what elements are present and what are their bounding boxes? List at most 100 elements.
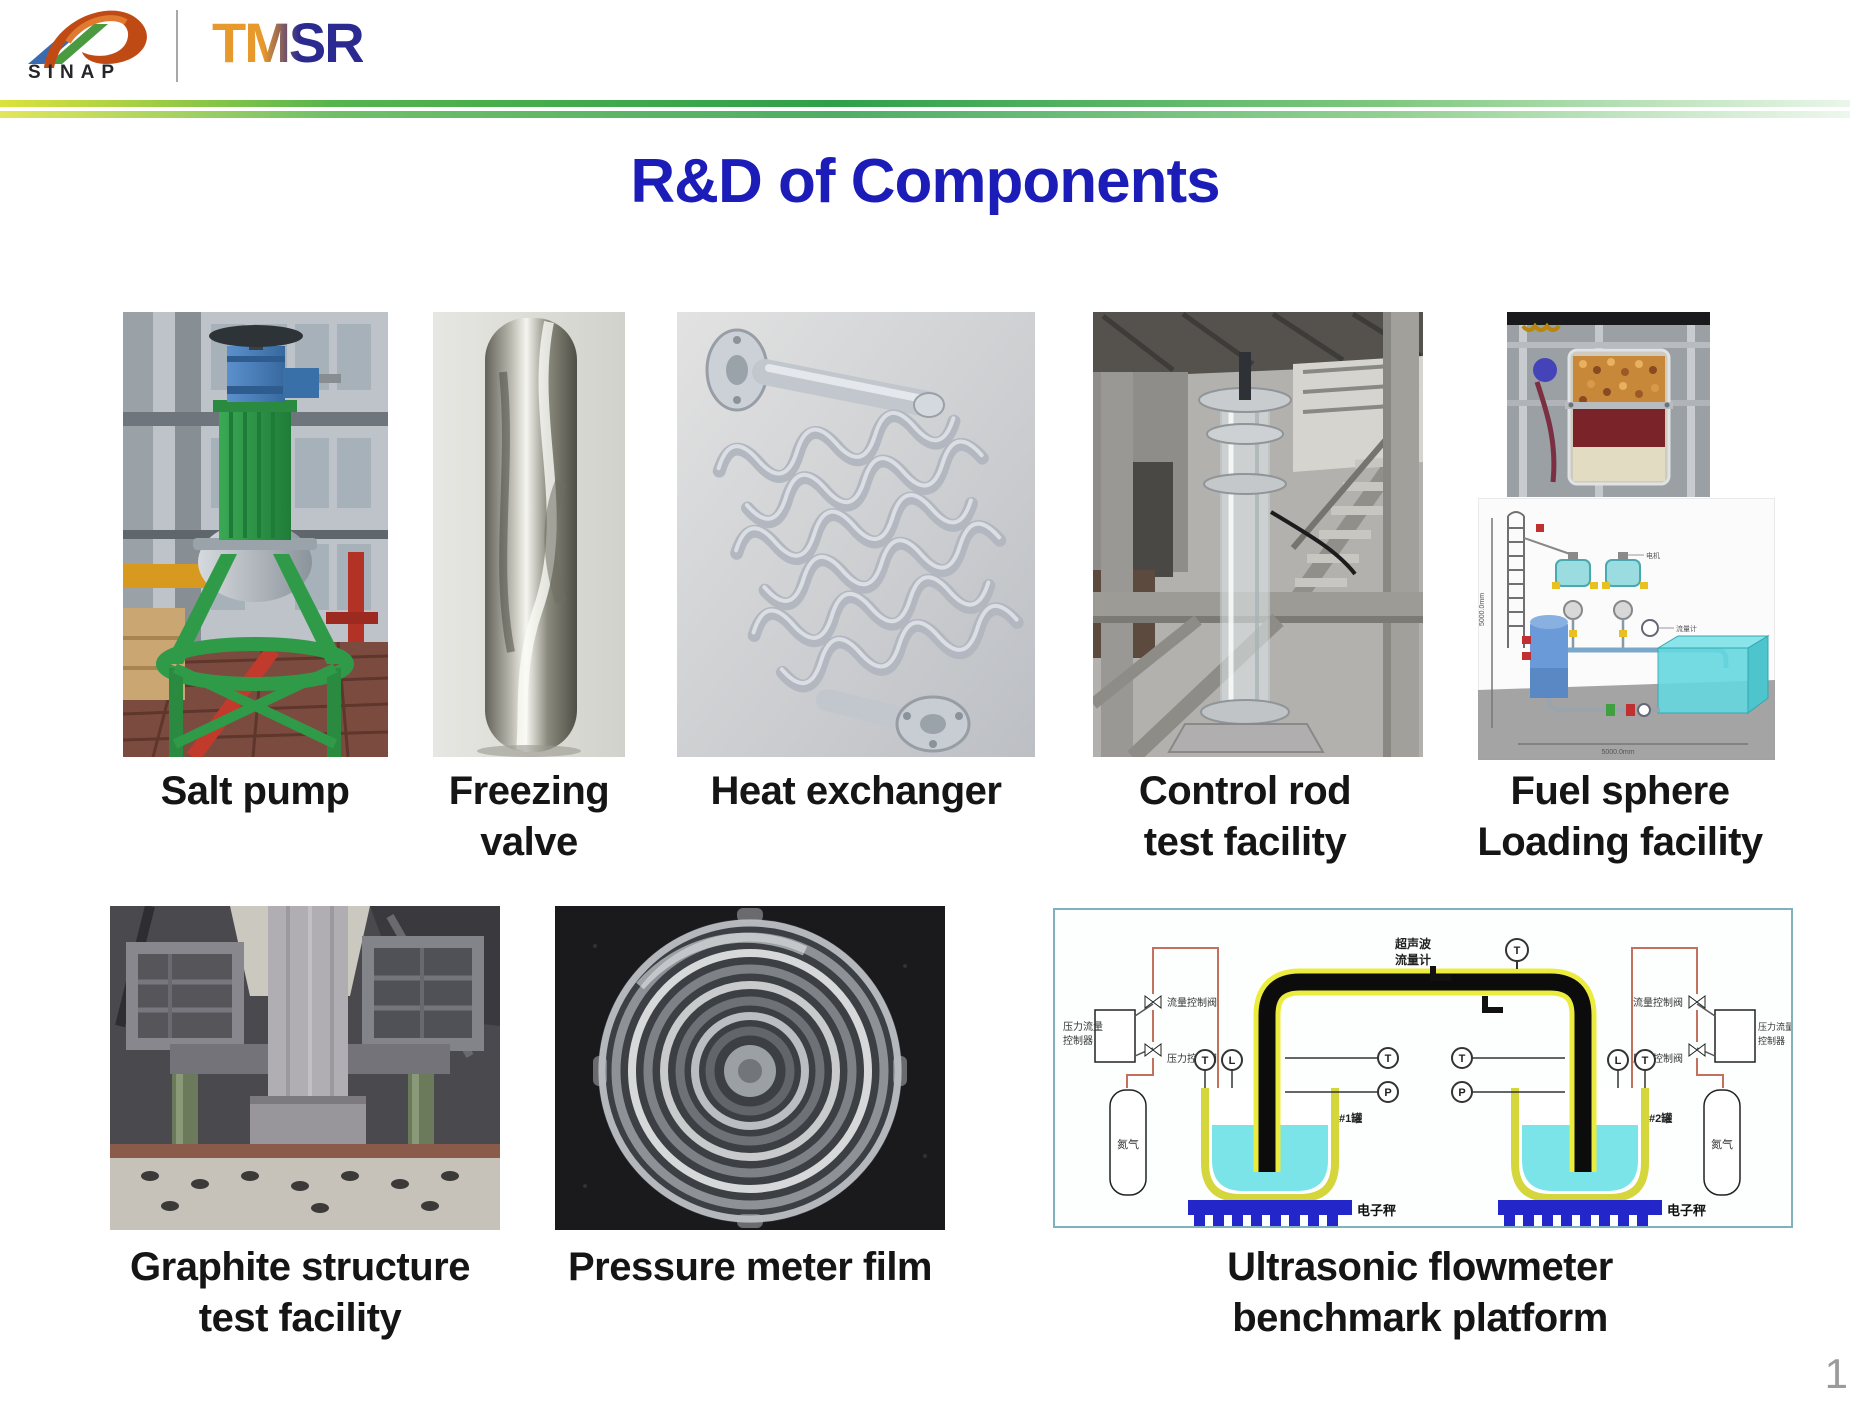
flow-valve-label-right: 流量控制阀 xyxy=(1633,996,1683,1009)
glass-vessel xyxy=(1565,348,1673,486)
inlet-pipe xyxy=(752,359,940,417)
fuel-sphere-photo xyxy=(1507,312,1710,497)
valve-pressure-left xyxy=(1144,1043,1162,1057)
dark-red-layer xyxy=(1573,407,1665,449)
pressure-flow-controller-left xyxy=(1094,1009,1136,1063)
sensor-circles: T T L T P T P xyxy=(1194,938,1656,1103)
salt-pump-photo xyxy=(123,312,388,757)
tmsr-logo-text: TMSR xyxy=(212,11,365,74)
caption-heat-exchanger: Heat exchanger xyxy=(710,769,1002,813)
water-tank-cube xyxy=(1656,635,1770,714)
nitrogen-label-left: 氮气 xyxy=(1117,1137,1139,1151)
red-floor-strip xyxy=(110,1144,500,1162)
red-circuit-left xyxy=(1126,947,1219,1088)
tube-highlight xyxy=(516,321,557,751)
caption-salt-pump: Salt pump xyxy=(160,769,350,813)
pump-stand xyxy=(156,554,354,757)
flowmeter-diagram: 压力流量 控制器 流量控制阀 压力控制阀 氮气 压力流量 控制器 xyxy=(1063,936,1791,1226)
svg-text:P: P xyxy=(1384,1087,1391,1099)
red-pipe xyxy=(186,645,280,757)
steel-box-right xyxy=(362,936,484,1051)
valve-tube xyxy=(485,318,577,752)
floor xyxy=(110,1158,500,1230)
tank2-label: #2罐 xyxy=(1649,1111,1672,1125)
red-valve xyxy=(1536,524,1544,532)
controller-label-right-2: 控制器 xyxy=(1758,1035,1785,1046)
caption-pressure-film: Pressure meter film xyxy=(567,1245,933,1289)
cable xyxy=(1269,510,1357,576)
leader-step-bottom xyxy=(1482,996,1503,1013)
page-title: R&D of Components xyxy=(630,147,1220,216)
freezing-valve-photo xyxy=(433,312,625,757)
sinap-logo xyxy=(28,10,147,68)
graphite-structure-photo xyxy=(110,906,500,1230)
motor-label: 电机 xyxy=(1646,551,1660,560)
scale1-label: 电子秤 xyxy=(1357,1203,1396,1218)
elevator-column xyxy=(1507,511,1525,648)
valve-flow-right xyxy=(1688,995,1706,1009)
flow-valve-label-left: 流量控制阀 xyxy=(1167,996,1217,1009)
controller-label-left-2: 控制器 xyxy=(1063,1034,1093,1047)
svg-text:P: P xyxy=(1458,1087,1465,1099)
bottom-pipe-valves xyxy=(1588,703,1660,717)
svg-text:T: T xyxy=(1514,945,1521,957)
u-pipe xyxy=(1253,968,1597,1172)
sinap-logo-text: SINAP xyxy=(28,62,122,83)
svg-text:T: T xyxy=(1642,1055,1649,1067)
valve-flow-left xyxy=(1144,995,1162,1009)
control-rod-photo xyxy=(1093,312,1423,757)
dim-bottom-label: 5000.0mm xyxy=(1601,749,1634,756)
tube-pinch xyxy=(544,479,567,604)
flow-meter-label: 流量计 xyxy=(1676,624,1697,633)
outlet-flange xyxy=(895,695,971,753)
motor-cap xyxy=(209,325,303,347)
pump-column xyxy=(213,400,297,540)
flowmeter-diagram-box: 压力流量 控制器 流量控制阀 压力控制阀 氮气 压力流量 控制器 xyxy=(1053,908,1793,1228)
flowmeter-label-2: 流量计 xyxy=(1395,952,1431,967)
scale2-label: 电子秤 xyxy=(1667,1203,1706,1218)
sinap-logo-swoosh xyxy=(44,10,147,68)
highlight-arc xyxy=(636,932,808,990)
controller-label-left-1: 压力流量 xyxy=(1063,1020,1103,1033)
bolt-holes xyxy=(141,1171,459,1213)
svg-text:T: T xyxy=(1202,1055,1209,1067)
central-column xyxy=(250,906,366,1148)
svg-text:L: L xyxy=(1229,1055,1236,1067)
leader-step-top xyxy=(1430,966,1451,981)
fuel-spheres-layer xyxy=(1573,356,1665,407)
tank1-label: #1罐 xyxy=(1339,1111,1362,1125)
tank-1 xyxy=(1201,1088,1339,1202)
loader-wheel-1 xyxy=(1563,600,1583,620)
svg-text:T: T xyxy=(1385,1053,1392,1065)
svg-text:T: T xyxy=(1459,1053,1466,1065)
logo-divider xyxy=(176,10,178,82)
pressure-film-photo xyxy=(555,906,945,1230)
scale-1 xyxy=(1188,1200,1352,1226)
fuel-loading-diagram: 5000.0mm 电机 流量计 xyxy=(1478,498,1775,760)
steel-box-left xyxy=(126,942,244,1050)
glass-column xyxy=(1167,352,1325,753)
flow-gauge xyxy=(1641,619,1659,637)
pump-motor xyxy=(227,346,341,402)
storage-vessel xyxy=(1522,615,1588,712)
diaphragm-film xyxy=(593,908,907,1228)
accent-bar xyxy=(0,100,1850,122)
loader-wheel-2 xyxy=(1613,600,1633,620)
blue-fitting xyxy=(1533,358,1557,382)
nitrogen-label-right: 氮气 xyxy=(1711,1137,1733,1151)
dim-left-label: 5000.0mm xyxy=(1479,593,1486,626)
nitrogen-cylinder-right xyxy=(1703,1089,1741,1196)
page-number: 1 xyxy=(1824,1350,1848,1397)
coil-tube xyxy=(1521,322,1561,332)
flowmeter-label-1: 超声波 xyxy=(1394,936,1432,951)
red-circuit-right xyxy=(1631,947,1724,1088)
scale-2 xyxy=(1498,1200,1662,1226)
controller-label-right-1: 压力流量 xyxy=(1758,1021,1791,1032)
coil-bundle xyxy=(712,409,1024,693)
valve-pressure-right xyxy=(1688,1043,1706,1057)
